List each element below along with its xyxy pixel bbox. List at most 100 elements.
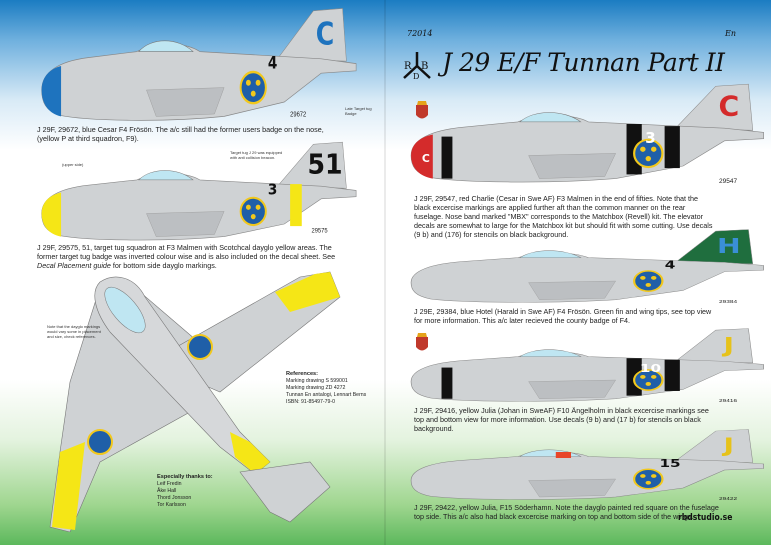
fuselage-number: 15 [659, 458, 680, 470]
wing-root [528, 280, 616, 300]
roundel [633, 468, 664, 490]
svg-text:R: R [404, 61, 412, 72]
fuselage [410, 451, 764, 500]
tail-fin [674, 328, 754, 364]
roundel [633, 138, 664, 169]
nose-band [41, 66, 62, 117]
roundels [87, 334, 213, 455]
kit-number: 72014 [407, 29, 433, 38]
aircraft-profile-29422: J 15 29422 [398, 428, 768, 503]
caption-end: for bottom side dayglo markings. [112, 261, 217, 270]
top-view-fuselage [94, 276, 331, 523]
fuselage-number: 10 [640, 363, 661, 375]
svg-text:D: D [413, 72, 419, 81]
wing-root [528, 478, 616, 498]
serial-number: 29547 [719, 178, 738, 185]
tail-code: J [721, 434, 734, 457]
topview-note: Note that the dayglo markings would vary… [47, 324, 101, 339]
reference-item: Tunnan En antalogi, Lennart Berns [286, 392, 367, 398]
wing-root [146, 211, 225, 237]
references: References: Marking drawing S 599001 Mar… [286, 371, 366, 406]
serial-number: 29384 [719, 300, 737, 305]
rbd-logo-icon: R B D [399, 50, 435, 82]
fuselage-number: 4 [665, 259, 676, 271]
aircraft-profile-29384: H 4 29384 [398, 228, 768, 306]
wing-root [146, 87, 225, 117]
tail-code: C [718, 90, 739, 122]
fuselage-number: 3 [645, 129, 656, 147]
wing-tip-dayglo [52, 442, 85, 530]
roundel [239, 70, 267, 105]
aircraft-profile-29575: 51 3 29575 [30, 140, 360, 245]
tail-code: 51 [308, 150, 343, 181]
reference-item: ISBN: 91-85497-79-0 [286, 399, 336, 405]
tail-code: J [721, 333, 734, 357]
dayglo-band [290, 184, 302, 227]
badge-label: Late Target tug Badge [345, 106, 372, 116]
caption-29416: J 29F, 29416, yellow Julia (Johan in Swe… [414, 406, 709, 433]
upper-side-label: (upper side) [62, 162, 84, 167]
caption-29384: J 29E, 29384, blue Hotel (Harald in Swe … [414, 307, 712, 325]
aircraft-profile-29416: J 10 29416 [398, 327, 768, 405]
wing-root [528, 153, 616, 179]
thanks: Especially thanks to: Leif Fredin Åke Ha… [157, 474, 213, 509]
reference-item: Marking drawing S 599001 [286, 378, 348, 384]
thanks-name: Åke Hall [157, 488, 177, 494]
thanks-heading: Especially thanks to: [157, 474, 213, 480]
serial-number: 29575 [311, 228, 328, 234]
tail-fin [276, 8, 347, 62]
fuselage-number: 3 [268, 182, 277, 199]
tail-fin [674, 229, 754, 265]
caption-29672: J 29F, 29672, blue Cesar F4 Frösön. The … [37, 125, 324, 143]
serial-number: 29422 [719, 497, 737, 502]
language-label: En [725, 29, 736, 38]
serial-number: 29672 [290, 111, 306, 119]
page-fold [384, 0, 386, 545]
thanks-name: Leif Fredin [157, 481, 182, 487]
roundel [633, 270, 664, 292]
aircraft-profile-29547: C 3 29547 C [398, 82, 768, 187]
canopy [519, 349, 582, 357]
reference-item: Marking drawing ZD 4272 [286, 385, 346, 391]
red-square [555, 452, 572, 458]
thanks-name: Tor Karlsson [157, 502, 186, 508]
wing-tip-dayglo [275, 272, 340, 312]
black-exercise-band [664, 359, 680, 391]
fuselage-number: 4 [268, 53, 277, 73]
tail-fin [674, 83, 754, 131]
fuselage [410, 252, 764, 303]
website-link[interactable]: rbdstudio.se [678, 513, 733, 523]
canopy [138, 40, 194, 52]
tail-code: H [717, 234, 741, 258]
roundel [633, 369, 664, 391]
wing-root [528, 379, 616, 399]
caption-italic: Decal Placement guide [37, 261, 111, 270]
thanks-name: Thord Jonsson [157, 495, 192, 501]
roundel [239, 196, 267, 227]
black-exercise-band [441, 367, 453, 399]
black-exercise-band [664, 126, 680, 169]
aircraft-profile-29672: C 4 29672 [30, 6, 360, 126]
serial-number: 29416 [719, 399, 737, 404]
tail-code: C [316, 16, 335, 52]
county-badge-icon [414, 332, 430, 354]
svg-text:B: B [421, 61, 428, 72]
canopy [519, 449, 582, 457]
canopy [104, 286, 146, 334]
canopy [519, 250, 582, 258]
nose-band [41, 192, 62, 237]
caption-text: J 29F, 29575, 51, target tug squadron at… [37, 243, 336, 261]
page-title: J 29 E/F Tunnan Part II [442, 48, 725, 77]
beacon-note: Target tug J 29 was equipped with anti c… [230, 150, 283, 160]
county-badge-icon [414, 100, 430, 122]
tailplane [239, 461, 331, 523]
canopy [519, 112, 582, 123]
references-heading: References: [286, 371, 319, 377]
top-view-aircraft [40, 262, 350, 533]
black-exercise-band [441, 136, 453, 179]
tail-fin [674, 429, 754, 463]
caption-29547: J 29F, 29547, red Charlie (Cesar in Swe … [414, 194, 713, 239]
canopy [138, 170, 194, 181]
caption-29575: J 29F, 29575, 51, target tug squadron at… [37, 243, 337, 270]
nose-band [411, 134, 433, 179]
